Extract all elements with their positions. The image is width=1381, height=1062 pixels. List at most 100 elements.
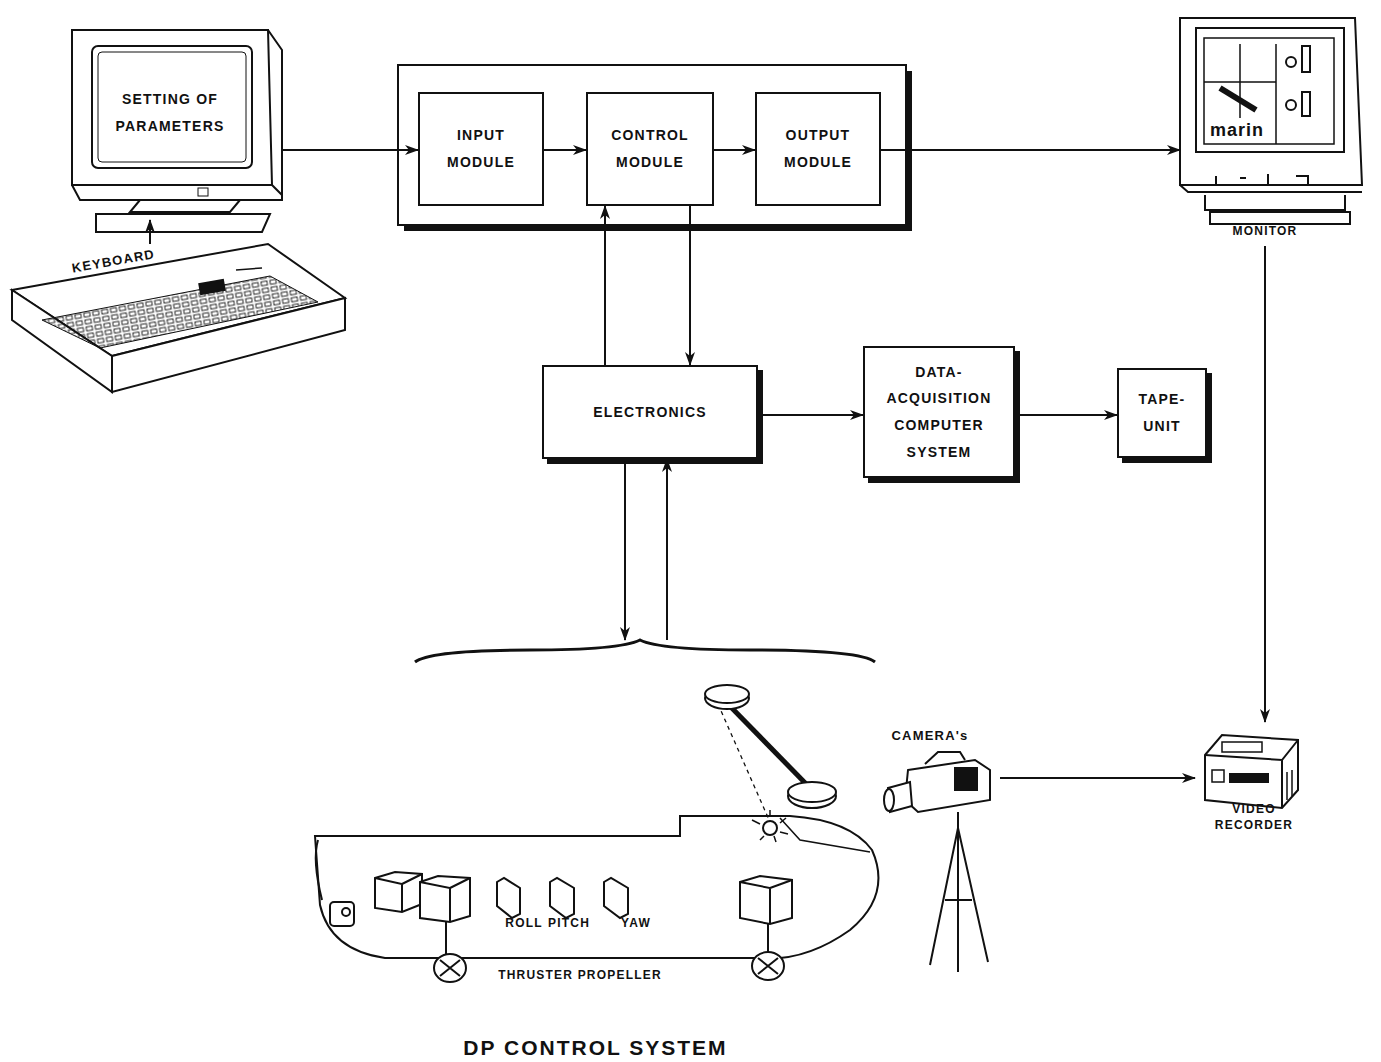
parameter-monitor-part: [72, 30, 272, 185]
diagram-caption: DP CONTROL SYSTEM: [463, 1036, 727, 1059]
display-monitor-part: [1220, 88, 1256, 110]
box-label: TAPE-UNIT: [1125, 386, 1199, 439]
signal-arrow: [714, 149, 755, 151]
electronics-box: ELECTRONICS: [542, 365, 758, 459]
display-monitor-part: [1180, 185, 1362, 192]
display-monitor-part: [1204, 38, 1334, 144]
bracket-part: [415, 640, 875, 662]
caption-row: DP CONTROL SYSTEM: [0, 1036, 1381, 1060]
camera-label: CAMERA's: [880, 728, 980, 745]
ship-model-part: [724, 700, 812, 790]
camera-drawing: [884, 752, 990, 972]
ship-model-part: [604, 878, 628, 918]
camera-drawing-part: [884, 789, 894, 811]
parameter-monitor-part: [72, 185, 282, 200]
screen-text: SETTING OF PARAMETERS: [96, 86, 244, 139]
ship-model-part: [446, 922, 768, 956]
keyboard: KEYBOARD: [5, 244, 347, 394]
ship-model-part: [420, 876, 470, 922]
display-monitor-part: [1216, 174, 1308, 184]
video-recorder-drawing-part: [1205, 740, 1298, 808]
camera-drawing-part: [925, 752, 965, 764]
display-monitor-part: [1196, 28, 1344, 152]
ship-model-part: [342, 908, 350, 916]
ship-model-part: [752, 952, 784, 980]
ship-model-part: [763, 821, 777, 835]
video-recorder-drawing-part: [1230, 774, 1268, 782]
signal-arrow: [149, 220, 151, 244]
video-recorder-drawing-part: [1205, 735, 1298, 808]
display-monitor-part: [1302, 92, 1310, 116]
ship-model-part: [550, 878, 574, 918]
ship-model: [315, 685, 878, 982]
box-label: ELECTRONICS: [593, 399, 707, 426]
ship-model-part: [434, 954, 466, 982]
box-label: OUTPUT MODULE: [763, 122, 873, 175]
ship-model-part: [420, 878, 470, 922]
camera-drawing-part: [930, 812, 988, 972]
ship-model: ROLLPITCH YAW THRUSTER PROPELLER: [300, 640, 890, 992]
display-monitor-part: [1205, 195, 1350, 224]
sensor-label: ROLL: [496, 916, 552, 932]
ship-model-part: [330, 902, 354, 926]
screen-logo: marin: [1210, 119, 1280, 142]
video-recorder-drawing: [1205, 735, 1298, 808]
ship-model-part: [440, 960, 460, 976]
ship-model-part: [497, 878, 520, 918]
parameter-monitor-part: [268, 30, 282, 195]
ship-model-part: [375, 874, 422, 912]
signal-arrow: [624, 459, 626, 640]
video-recorder-drawing-part: [1222, 742, 1262, 752]
parameter-monitor-part: [130, 200, 240, 212]
box-label: CONTROL MODULE: [594, 122, 706, 175]
sensor-label: YAW: [611, 916, 661, 932]
control-module: CONTROL MODULE: [586, 92, 714, 206]
parameter-monitor: [72, 30, 282, 232]
signal-arrow: [1264, 246, 1266, 722]
camera: CAMERA's: [880, 728, 1000, 814]
keyboard-drawing-part: [236, 268, 262, 270]
display-monitor: [1180, 18, 1362, 224]
parameter-monitor-part: [92, 46, 252, 168]
parameter-screen: SETTING OF PARAMETERS: [70, 28, 282, 220]
signal-arrow: [758, 414, 863, 416]
output-module: OUTPUT MODULE: [755, 92, 881, 206]
signal-arrow: [666, 459, 668, 640]
display-monitor-part: [1286, 100, 1296, 110]
display-monitor: marinMONITOR: [1180, 18, 1362, 246]
video-recorder-drawing-part: [1212, 770, 1224, 782]
signal-arrow: [881, 149, 1180, 151]
input-module: INPUT MODULE: [418, 92, 544, 206]
keyboard-drawing-part: [199, 280, 224, 294]
sensor-label: PITCH: [539, 916, 599, 932]
box-label: DATA-ACQUISITION COMPUTER SYSTEM: [871, 359, 1007, 465]
ship-model-part: [740, 876, 792, 924]
keyboard-drawing-part: [42, 276, 318, 348]
display-monitor-part: [1302, 46, 1310, 72]
ship-model-part: [316, 840, 322, 900]
monitor-label: MONITOR: [1210, 224, 1320, 240]
recorder-label: VIDEO RECORDER: [1195, 802, 1313, 833]
controller-frame: [398, 65, 912, 231]
ship-model-part: [375, 872, 422, 912]
thruster-label: THRUSTER PROPELLER: [480, 968, 680, 984]
signal-arrow: [604, 206, 606, 365]
signal-arrow: [1015, 414, 1117, 416]
ship-model-part: [780, 818, 870, 852]
tape-unit-box: TAPE-UNIT: [1117, 368, 1207, 458]
parameter-monitor-part: [96, 214, 270, 232]
ship-model-part: [758, 958, 778, 974]
data-acquisition-box: DATA-ACQUISITION COMPUTER SYSTEM: [863, 346, 1015, 478]
video-recorder: VIDEO RECORDER: [1195, 722, 1313, 838]
ship-model-part: [740, 880, 792, 924]
camera-drawing-part: [955, 768, 977, 790]
video-recorder-drawing-part: [1287, 770, 1292, 800]
parameter-monitor-part: [198, 188, 208, 196]
ship-model-part: [705, 685, 749, 703]
signal-arrow: [282, 149, 418, 151]
keyboard-label: KEYBOARD: [53, 243, 174, 280]
ship-model-part: [315, 816, 878, 958]
ship-model-part: [752, 810, 788, 842]
controller-frame-part: [398, 65, 906, 225]
signal-arrow: [1000, 777, 1195, 779]
